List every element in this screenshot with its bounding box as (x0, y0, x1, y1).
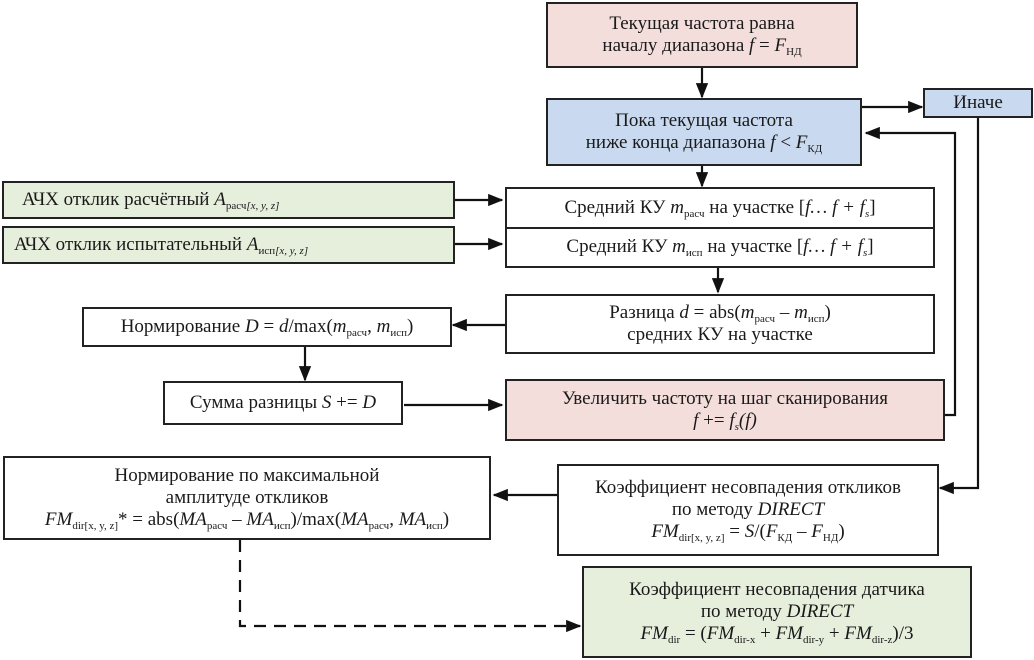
node-sensor-mismatch-coefficient: Коэффициент несовпадения датчика по мето… (582, 566, 972, 658)
node-loop-line2: ниже конца диапазона f < FКД (585, 132, 823, 155)
node-mean-calculated: Средний КУ mрасч на участке [f… f + fs] (564, 197, 876, 220)
node-start-line2: началу диапазона f = FНД (602, 35, 802, 58)
node-mean-test: Средний КУ mисп на участке [f… f + fs] (566, 235, 874, 259)
node-start: Текущая частота равна началу диапазона f… (546, 2, 858, 68)
arrow-else-to-coef (938, 117, 980, 495)
arrow-increase-to-loop (864, 126, 957, 417)
node-normalization: Нормирование D = d/max(mрасч, mисп) (82, 307, 452, 347)
node-afc-test: АЧХ отклик испытательный Aисп[x, y, z] (2, 226, 455, 264)
node-else: Иначе (923, 88, 1033, 118)
node-afc-calculated: АЧХ отклик расчётный Aрасч[x, y, z] (2, 181, 455, 219)
node-difference: Разница d = abs(mрасч – mисп) средних КУ… (505, 294, 935, 354)
node-loop-line1: Пока текущая частота (615, 110, 793, 131)
node-else-label: Иначе (953, 92, 1003, 113)
node-response-mismatch-coefficient: Коэффициент несовпадения откликов по мет… (557, 464, 939, 556)
arrow-maxnorm-to-sensor-dashed (238, 540, 582, 633)
node-loop-condition: Пока текущая частота ниже конца диапазон… (546, 98, 862, 166)
node-mean-gains: Средний КУ mрасч на участке [f… f + fs] … (505, 187, 935, 268)
node-increase-frequency: Увеличить частоту на шаг сканирования f … (505, 379, 945, 441)
node-sum: Сумма разницы S += D (163, 381, 403, 425)
node-start-line1: Текущая частота равна (609, 13, 795, 34)
node-max-amplitude-normalization: Нормирование по максимальной амплитуде о… (3, 456, 491, 540)
